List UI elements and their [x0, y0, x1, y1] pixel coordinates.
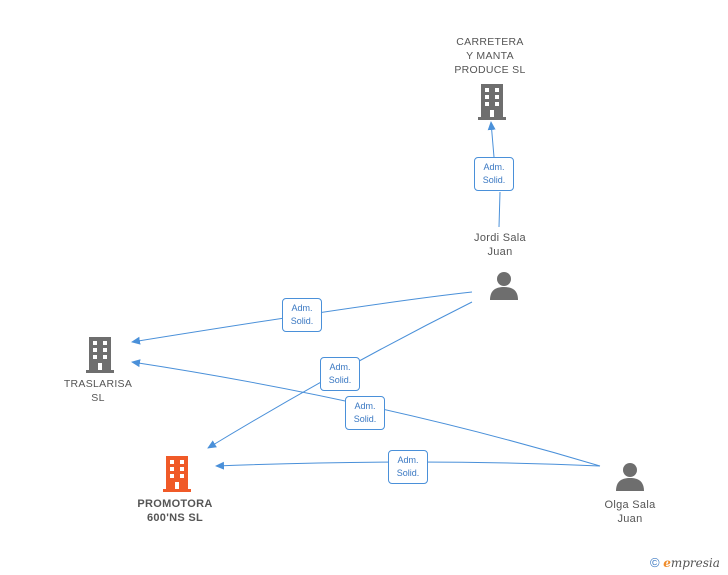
edge-label-line: Adm. [397, 455, 419, 465]
node-label-line: Juan [487, 246, 513, 258]
watermark: © empresia [650, 555, 720, 570]
edge-label-line: Adm. [483, 162, 505, 172]
node-label-line: PROMOTORA [137, 498, 213, 510]
node-label-promotora[interactable]: PROMOTORA 600'NS SL [125, 497, 225, 525]
node-label-line: CARRETERA [456, 36, 524, 48]
edge-line-jordi-traslarisa [131, 291, 473, 345]
edge-label-line: Solid. [290, 316, 314, 326]
edge-label-line: Adm. [354, 401, 376, 411]
edge-label-olga-promotora[interactable]: Adm. Solid. [388, 450, 428, 484]
node-label-olga[interactable]: Olga Sala Juan [580, 498, 680, 526]
edge-label-line: Solid. [353, 414, 377, 424]
node-label-line: 600'NS SL [146, 512, 204, 524]
edge-label-jordi-promotora[interactable]: Adm. Solid. [320, 357, 360, 391]
building-icon[interactable] [478, 84, 506, 120]
building-icon[interactable] [163, 456, 191, 492]
node-label-line: Jordi Sala [474, 232, 526, 244]
person-icon[interactable] [489, 270, 519, 300]
person-icon[interactable] [615, 461, 645, 491]
node-label-traslarisa[interactable]: TRASLARISA SL [48, 377, 148, 405]
node-label-line: Juan [617, 513, 643, 525]
edge-label-line: Adm. [291, 303, 313, 313]
node-label-line: TRASLARISA [63, 378, 133, 390]
edge-line-jordi-carretera [491, 122, 501, 228]
edge-label-jordi-traslarisa[interactable]: Adm. Solid. [282, 298, 322, 332]
building-icon[interactable] [86, 337, 114, 373]
node-label-line: Y MANTA [466, 50, 514, 62]
edge-label-olga-traslarisa[interactable]: Adm. Solid. [345, 396, 385, 430]
node-label-jordi[interactable]: Jordi Sala Juan [450, 231, 550, 259]
edge-label-line: Solid. [482, 175, 506, 185]
node-label-line: SL [91, 392, 105, 404]
edge-label-jordi-carretera[interactable]: Adm. Solid. [474, 157, 514, 191]
edge-label-line: Solid. [396, 468, 420, 478]
node-label-line: PRODUCE SL [454, 64, 526, 76]
copyright-icon: © [650, 555, 660, 570]
edge-label-line: Adm. [329, 362, 351, 372]
edge-label-line: Solid. [328, 375, 352, 385]
node-label-carretera[interactable]: CARRETERA Y MANTA PRODUCE SL [430, 35, 550, 77]
node-label-line: Olga Sala [604, 499, 656, 511]
brand-logo: empresia [663, 556, 720, 570]
